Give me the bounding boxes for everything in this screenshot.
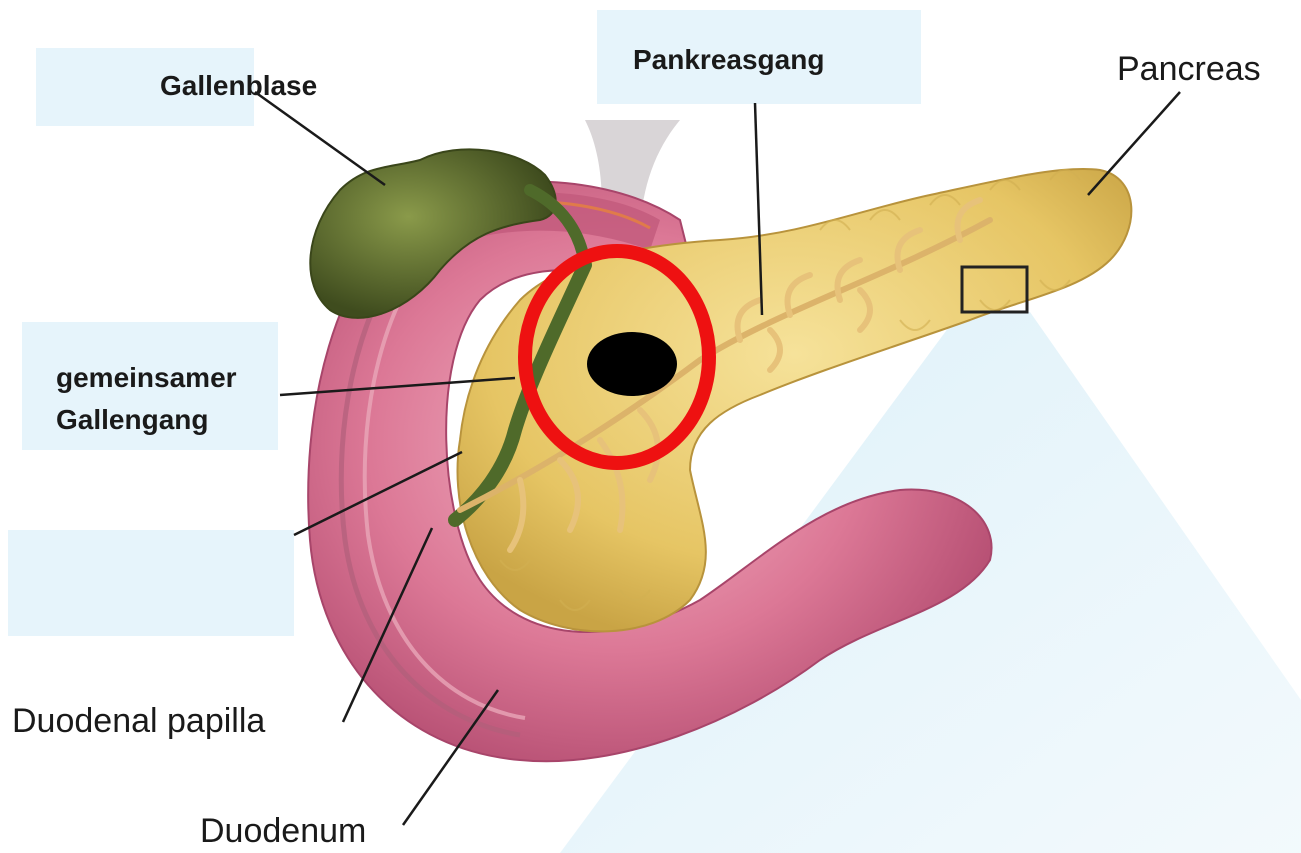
label-common-bile-duct-line1: gemeinsamer [56, 362, 237, 394]
leader-gallbladder [255, 92, 385, 185]
label-pancreatic-duct: Pankreasgang [633, 44, 824, 76]
marker-dot [587, 332, 677, 396]
label-box-blank [8, 530, 294, 636]
leader-pancreas [1088, 92, 1180, 195]
label-gallbladder: Gallenblase [160, 70, 317, 102]
label-common-bile-duct-line2: Gallengang [56, 404, 208, 436]
label-duodenum: Duodenum [200, 812, 366, 851]
label-papilla: Duodenal papilla [12, 702, 265, 741]
label-pancreas: Pancreas [1117, 50, 1261, 89]
